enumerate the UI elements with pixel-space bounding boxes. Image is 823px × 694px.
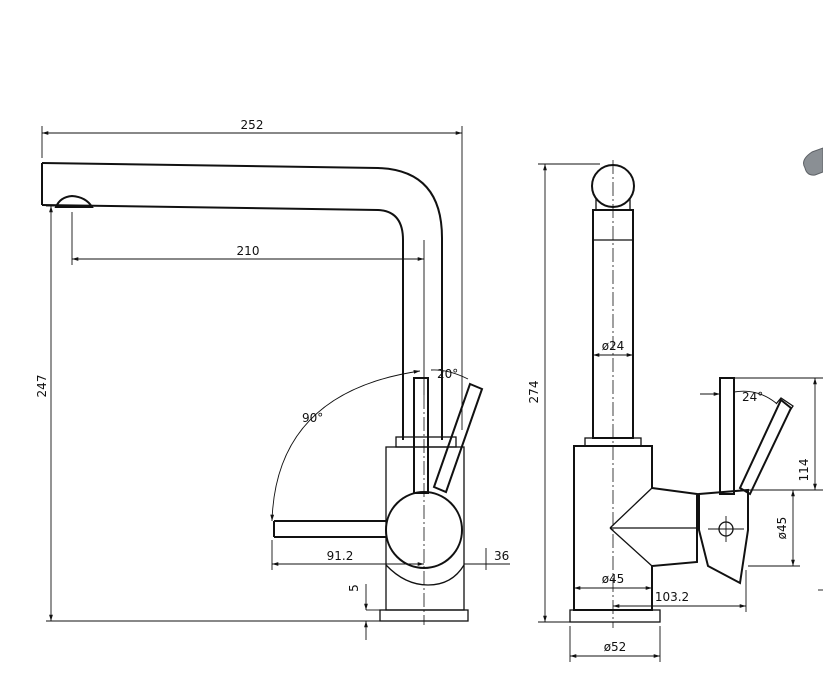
dim-total-width: 252 <box>241 118 264 132</box>
detail-cartridge <box>698 488 749 585</box>
dim-body-offset: 36 <box>494 549 509 563</box>
detail-lever-tip <box>775 397 794 413</box>
detail-view: 24° 114 ø45 <box>698 147 823 591</box>
front-view: 252 210 247 20° 90° 91.2 36 5 <box>35 118 510 640</box>
dim-lever-angle-large: 90° <box>302 411 323 425</box>
side-base-ring <box>569 609 661 623</box>
cartridge-cone <box>609 487 697 567</box>
arc-90 <box>270 370 421 522</box>
side-view: 274 ø24 ø45 103.2 ø52 <box>527 160 747 662</box>
detail-lever-tilted <box>738 398 793 496</box>
dim-tube-diameter: ø24 <box>602 339 625 353</box>
dim-detail-lever-height: 114 <box>797 459 811 482</box>
dim-lever-reach: 91.2 <box>327 549 354 563</box>
render-preview-fragment <box>803 147 823 176</box>
dim-lever-angle-small: 20° <box>437 367 458 381</box>
detail-angle-arc <box>733 390 777 404</box>
detail-lever-vertical <box>719 377 735 495</box>
dim-base-thickness: 5 <box>347 584 361 592</box>
front-collar <box>395 436 457 448</box>
spout-inner-outline <box>41 204 404 440</box>
dim-body-depth: 103.2 <box>655 590 689 604</box>
dim-detail-cartridge-diameter: ø45 <box>775 517 789 540</box>
spout-outline <box>41 162 443 440</box>
arc-20 <box>430 369 469 380</box>
dim-detail-lever-angle: 24° <box>742 390 763 404</box>
dim-spout-reach: 210 <box>237 244 260 258</box>
lever-vertical <box>413 377 429 494</box>
dim-base-diameter: ø52 <box>604 640 627 654</box>
lever-tilted <box>432 382 484 494</box>
dim-total-height: 247 <box>35 375 49 398</box>
dim-side-height: 274 <box>527 381 541 404</box>
aerator <box>54 194 94 208</box>
lever-horizontal <box>273 520 386 538</box>
dim-body-diameter: ø45 <box>602 572 625 586</box>
body-curve <box>385 564 465 586</box>
